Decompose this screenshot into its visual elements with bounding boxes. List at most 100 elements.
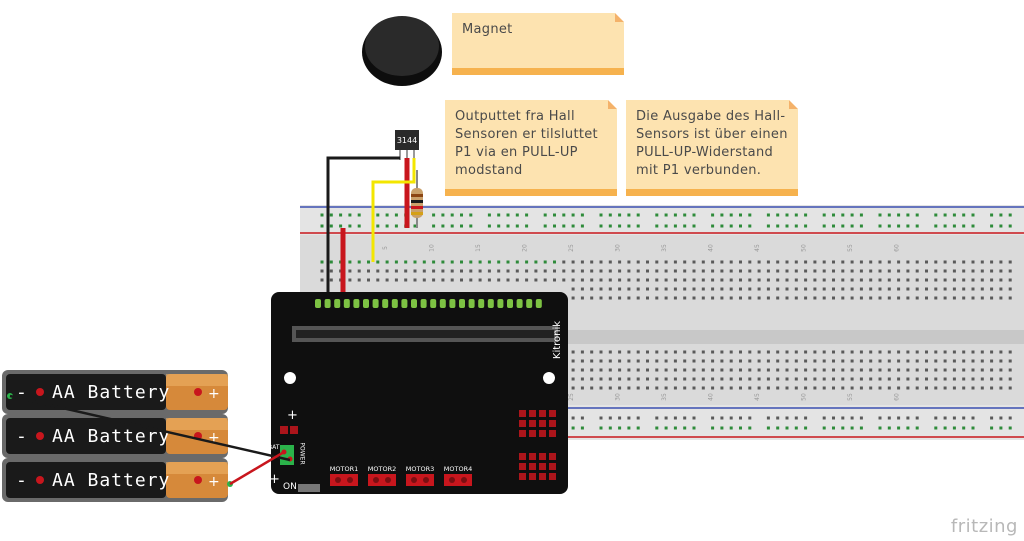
breadboard-hole (748, 377, 752, 381)
breadboard-hole (859, 296, 863, 300)
breadboard-hole (580, 269, 584, 273)
breadboard-hole (348, 269, 352, 273)
breadboard-hole (906, 377, 910, 381)
breadboard-hole (627, 350, 631, 354)
breadboard-hole (999, 416, 1003, 420)
breadboard-hole (980, 350, 984, 354)
breadboard-hole (553, 278, 556, 282)
breadboard-hole (357, 213, 361, 217)
breadboard-hole (915, 416, 919, 420)
motor-label: MOTOR3 (406, 465, 434, 473)
breadboard-hole (748, 296, 752, 300)
breadboard-hole (729, 296, 733, 300)
breadboard-hole (850, 269, 854, 273)
breadboard-hole (841, 269, 845, 273)
breadboard-hole (701, 386, 705, 390)
breadboard-hole (990, 296, 994, 300)
io-pin (539, 473, 546, 480)
breadboard-hole (562, 213, 566, 217)
breadboard-hole (646, 368, 649, 372)
breadboard-hole (925, 350, 928, 354)
pull-up-resistor (411, 170, 423, 228)
breadboard-hole (897, 269, 901, 273)
breadboard-hole (962, 386, 966, 390)
breadboard-hole (627, 224, 631, 228)
breadboard-hole (776, 359, 780, 363)
breadboard-hole (776, 296, 780, 300)
breadboard-hole (636, 350, 640, 354)
breadboard-hole (906, 296, 910, 300)
breadboard-hole (832, 359, 835, 363)
german-note-line: mit P1 verbunden. (636, 163, 762, 178)
breadboard-hole (720, 213, 724, 217)
breadboard-hole (506, 269, 510, 273)
breadboard-hole (785, 386, 789, 390)
breadboard-hole (655, 368, 659, 372)
breadboard-hole (664, 260, 668, 264)
breadboard-hole (590, 278, 594, 282)
breadboard-hole (887, 416, 891, 420)
breadboard-hole (627, 386, 631, 390)
breadboard-hole (813, 359, 817, 363)
breadboard-hole (720, 224, 724, 228)
breadboard-hole (999, 224, 1003, 228)
breadboard-hole (952, 350, 956, 354)
breadboard-hole (673, 368, 677, 372)
breadboard-hole (497, 224, 501, 228)
breadboard-hole (906, 260, 910, 264)
breadboard-hole (915, 269, 919, 273)
breadboard-hole (906, 359, 910, 363)
breadboard-hole (590, 296, 594, 300)
column-number: 25 (568, 244, 575, 252)
breadboard-hole (943, 368, 947, 372)
breadboard-hole (925, 359, 928, 363)
breadboard-hole (701, 269, 705, 273)
breadboard-hole (608, 368, 612, 372)
battery-body (6, 418, 166, 454)
breadboard-hole (711, 426, 715, 430)
header-pin (411, 299, 417, 308)
breadboard-hole (962, 260, 966, 264)
breadboard-hole (739, 287, 742, 291)
breadboard-hole (943, 278, 947, 282)
breadboard-hole (766, 213, 770, 217)
breadboard-hole (1008, 278, 1012, 282)
battery-terminal-plus (194, 388, 202, 396)
breadboard-hole (711, 287, 715, 291)
terminal-screw (411, 477, 417, 483)
breadboard-hole (711, 269, 715, 273)
breadboard-hole (618, 350, 622, 354)
breadboard-hole (859, 386, 863, 390)
breadboard-hole (422, 260, 426, 264)
breadboard-hole (794, 426, 798, 430)
breadboard-hole (897, 287, 901, 291)
breadboard-hole (952, 269, 956, 273)
breadboard-hole (925, 296, 928, 300)
breadboard-hole (506, 213, 510, 217)
breadboard-hole (608, 426, 612, 430)
battery-label: AA Battery (52, 382, 170, 403)
breadboard-hole (608, 287, 612, 291)
breadboard-hole (850, 377, 854, 381)
breadboard-hole (692, 386, 696, 390)
breadboard-hole (999, 296, 1003, 300)
breadboard-hole (608, 224, 612, 228)
note-bar (626, 189, 798, 196)
breadboard-hole (469, 260, 473, 264)
breadboard-hole (711, 296, 715, 300)
breadboard-hole (441, 224, 445, 228)
breadboard-hole (748, 260, 752, 264)
magnet-note: Magnet (452, 13, 624, 75)
breadboard-hole (367, 260, 370, 264)
breadboard-hole (553, 224, 556, 228)
breadboard-hole (980, 260, 984, 264)
breadboard-hole (1008, 296, 1012, 300)
breadboard-hole (618, 287, 622, 291)
breadboard-hole (878, 416, 882, 420)
breadboard-hole (580, 416, 584, 420)
breadboard-hole (850, 296, 854, 300)
breadboard-hole (450, 260, 454, 264)
breadboard-hole (664, 224, 668, 228)
norwegian-note-line: modstand (455, 163, 523, 178)
breadboard-hole (952, 386, 956, 390)
